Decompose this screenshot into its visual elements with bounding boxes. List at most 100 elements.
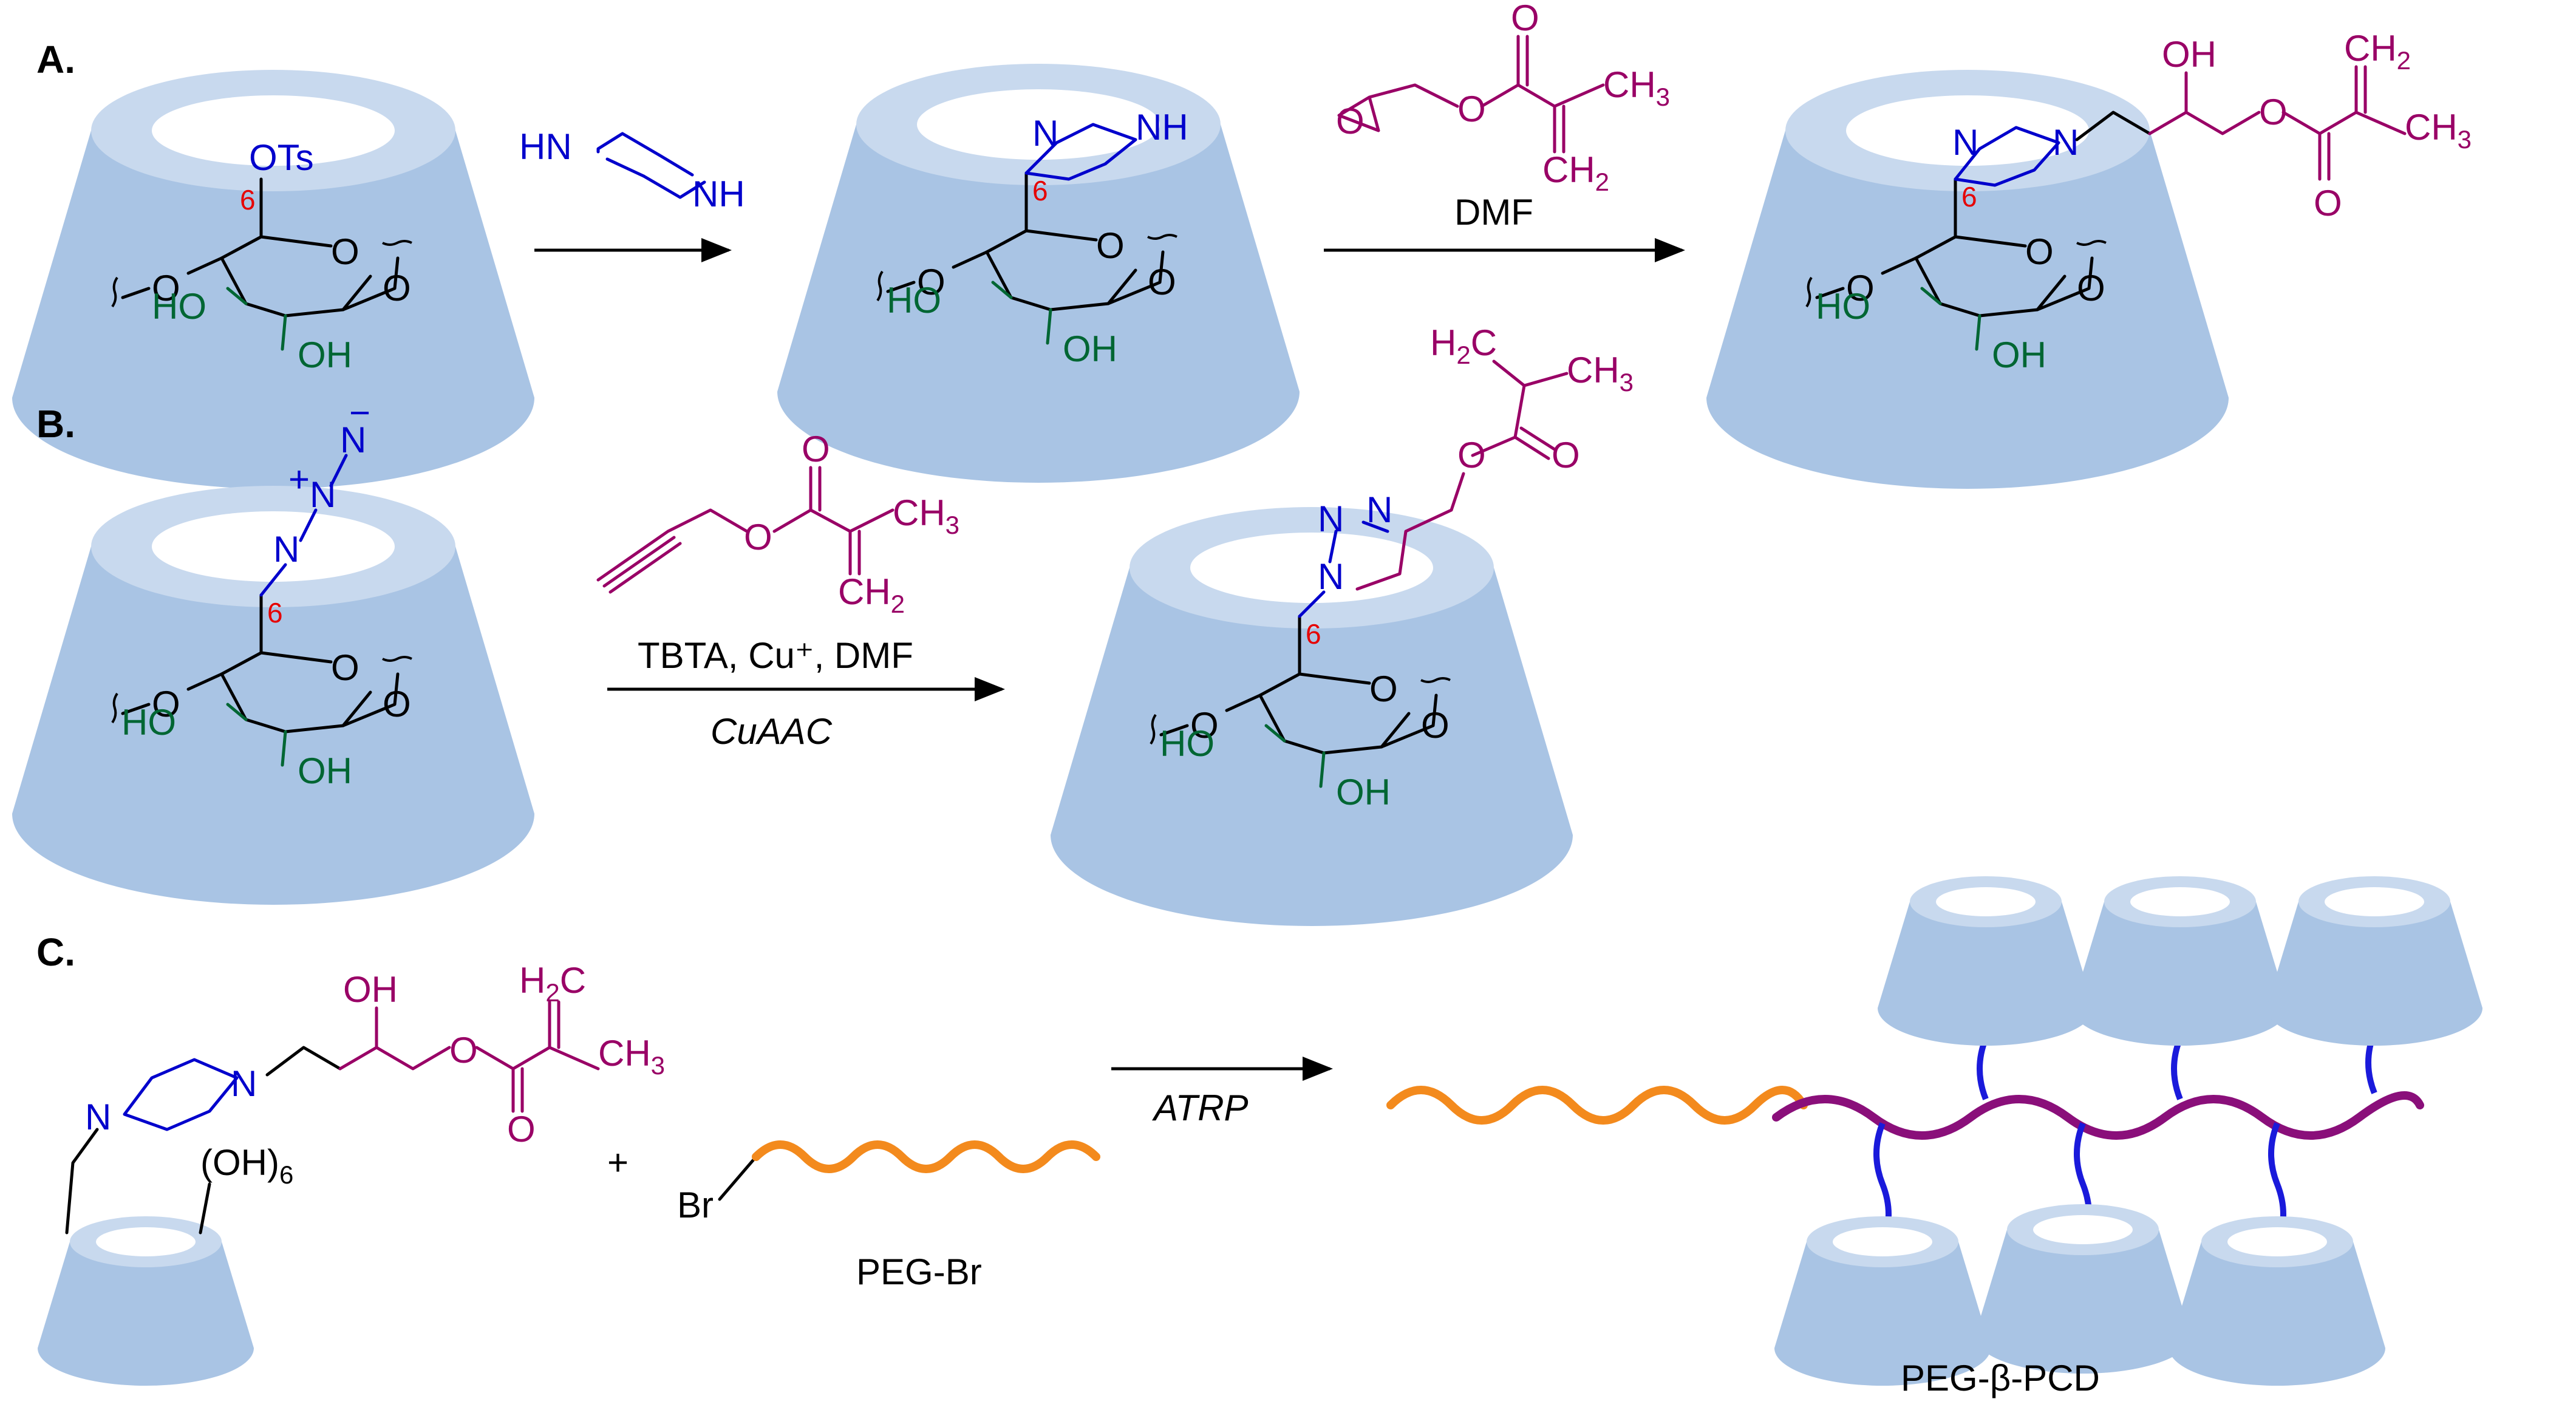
ch3-label: CH [2405, 107, 2458, 148]
ch3-label: CH [1567, 350, 1620, 390]
carbonyl-o-label: O [2314, 183, 2342, 223]
dmf-condition: DMF [1454, 192, 1533, 233]
ring-oxygen-label: O [1421, 705, 1450, 746]
hydroxyl-label: OH [343, 969, 398, 1010]
svg-text:CH3: CH3 [1603, 64, 1670, 111]
ring-oxygen-label: O [917, 262, 946, 302]
triazole-n2-label: N [1318, 499, 1344, 539]
ch2-label: CH [1542, 149, 1595, 190]
subscript-2: 2 [1595, 168, 1609, 196]
azide-minus-charge: − [349, 392, 370, 433]
cyclodextrin-ots: O O O OTs 6 HO OH [12, 70, 534, 489]
ho-label: HO [1816, 286, 1870, 327]
peg-br-initiator: Br PEG-Br [677, 1140, 1100, 1292]
oh-label: OH [1992, 335, 2046, 375]
hn-label: HN [519, 126, 572, 167]
nh-label: NH [692, 174, 745, 214]
subscript-3: 3 [651, 1051, 665, 1080]
ester-o-label: O [744, 517, 772, 557]
glycidyl-methacrylate-reagent: O O O CH3 CH2 [1336, 0, 1670, 196]
ring-oxygen-label: O [1096, 225, 1125, 266]
section-label-b: B. [36, 402, 75, 446]
triazole-n3-label: N [1366, 489, 1392, 530]
ho-label: HO [121, 702, 176, 743]
subscript-2: 2 [1456, 341, 1470, 369]
ring-oxygen-label: O [383, 268, 411, 308]
cuaac-label: CuAAC [710, 711, 833, 752]
cyclodextrin-methacrylate-product: O O O N N OH O O CH2 CH3 6 HO OH [1706, 28, 2472, 489]
carbonyl-o-label: O [802, 429, 830, 469]
ch3-label: CH [598, 1033, 651, 1074]
position-6-label: 6 [1306, 618, 1321, 650]
ring-oxygen-label: O [152, 268, 180, 308]
position-6-label: 6 [1032, 175, 1048, 206]
ch2-label: CH [838, 571, 891, 612]
peg-chain [752, 1140, 1100, 1173]
subscript-3: 3 [946, 511, 959, 539]
ho-label: HO [1160, 723, 1215, 764]
ring-oxygen-label: O [1190, 705, 1219, 746]
n-label: N [1032, 113, 1058, 154]
n-label: N [231, 1063, 257, 1104]
svg-text:CH3: CH3 [2405, 107, 2472, 154]
ring-oxygen-label: O [1846, 268, 1875, 308]
azide-plus-charge: + [288, 459, 310, 500]
svg-text:CH2: CH2 [838, 571, 905, 618]
peg-block [1386, 1086, 1808, 1125]
svg-text:(OH)6: (OH)6 [200, 1142, 293, 1189]
peg-pcd-polymer: PEG-β-PCD [1386, 876, 2482, 1398]
svg-text:CH2: CH2 [2344, 28, 2411, 75]
carbonyl-o-label: O [1511, 0, 1539, 38]
position-6-label: 6 [267, 597, 283, 628]
peg-pcd-label: PEG-β-PCD [1901, 1358, 2100, 1398]
peg-br-label: PEG-Br [856, 1252, 982, 1292]
oh-label: OH [298, 335, 352, 375]
subscript-3: 3 [1656, 83, 1670, 111]
azide-n3-label: N [340, 420, 366, 460]
epoxide-o-label: O [1336, 101, 1365, 141]
polymer-backbone [1772, 1091, 2424, 1140]
ester-o-label: O [1457, 89, 1486, 129]
svg-text:CH3: CH3 [1567, 350, 1634, 397]
position-6-label: 6 [1961, 181, 1977, 213]
n-label: N [1952, 122, 1978, 163]
nh-label: NH [1136, 107, 1188, 148]
svg-text:CH3: CH3 [893, 492, 959, 539]
ho-label: HO [152, 286, 206, 327]
oh-label: OH [1336, 772, 1391, 812]
cyclodextrin-azide: O O O N N N + − 6 HO OH [12, 392, 534, 905]
h2c-label: H [1430, 322, 1456, 363]
br-label: Br [677, 1185, 714, 1225]
subscript-3: 3 [1620, 368, 1634, 397]
ho-label: HO [887, 280, 941, 321]
ch2-label: CH [2344, 28, 2397, 69]
ring-oxygen-label: O [2025, 231, 2054, 272]
subscript-2: 2 [2397, 46, 2411, 75]
subscript-2: 2 [891, 590, 905, 618]
subscript-6: 6 [279, 1160, 293, 1189]
carbonyl-o-label: O [1552, 435, 1580, 475]
h2c-label: H [519, 960, 545, 1001]
ester-o-label: O [1457, 435, 1486, 475]
azide-n1-label: N [273, 529, 299, 570]
ring-oxygen-label: O [331, 231, 359, 272]
oh-label: OH [298, 751, 352, 791]
ring-oxygen-label: O [383, 684, 411, 724]
n-label: N [2053, 122, 2079, 163]
position-6-label: 6 [240, 184, 256, 216]
ring-oxygen-label: O [1369, 669, 1398, 709]
atrp-label: ATRP [1152, 1088, 1249, 1128]
ring-oxygen-label: O [1148, 262, 1176, 302]
ester-o-label: O [2259, 92, 2288, 132]
cyclodextrin-triazole-product: O O O N N N O O H2C CH3 6 HO OH [1051, 322, 1634, 926]
plus-sign: + [607, 1142, 629, 1183]
hydroxyl-label: OH [2162, 34, 2217, 75]
oh6-label: (OH) [200, 1142, 279, 1183]
ring-oxygen-label: O [331, 647, 359, 688]
oh-label: OH [1063, 329, 1117, 369]
svg-text:H2C: H2C [1430, 322, 1497, 369]
triazole-n1-label: N [1318, 556, 1344, 597]
carbonyl-o-label: O [507, 1109, 536, 1149]
ring-oxygen-label: O [2077, 268, 2105, 308]
